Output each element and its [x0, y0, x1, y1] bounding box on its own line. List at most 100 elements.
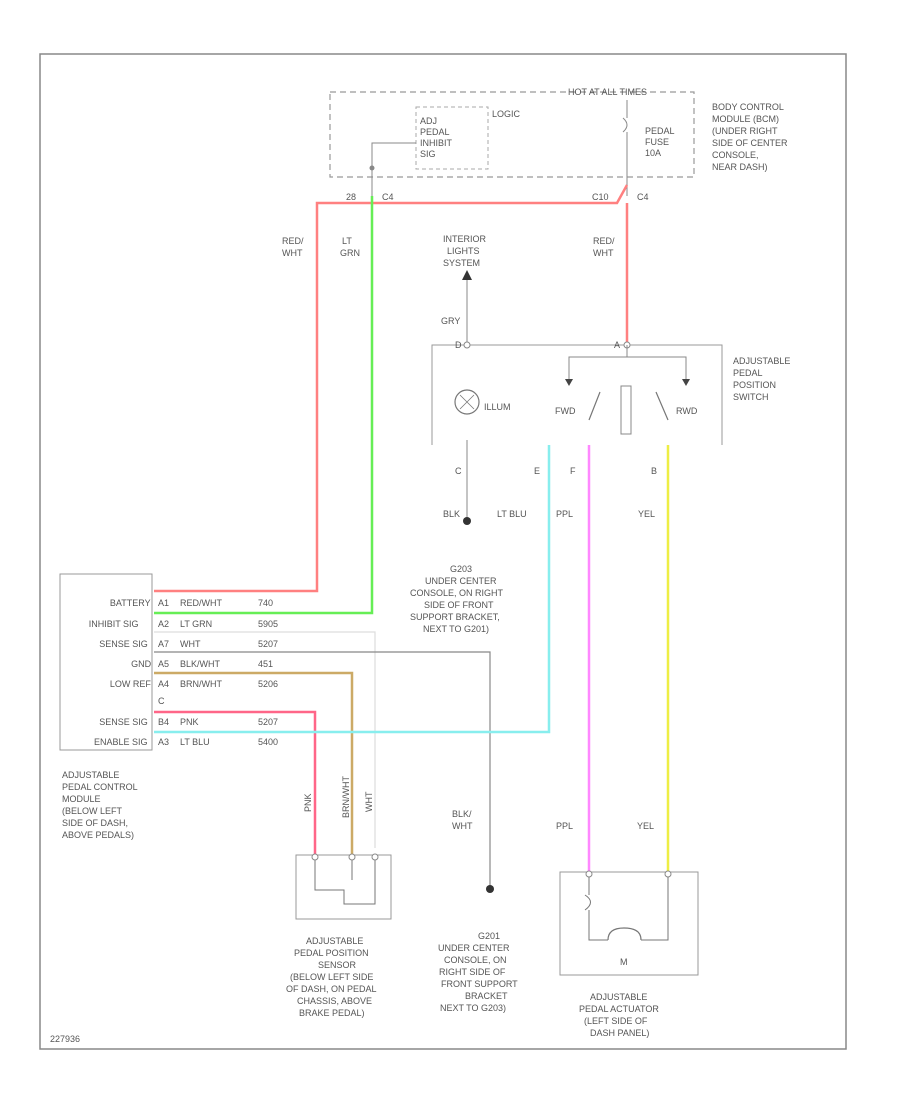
sensor-line-6: CHASSIS, ABOVE	[297, 996, 372, 1006]
module-circuit: 5206	[258, 679, 278, 689]
actuator-pin-2	[664, 870, 672, 878]
label-blk-wht-1: BLK/	[452, 809, 472, 819]
sensor-line-7: BRAKE PEDAL)	[299, 1008, 365, 1018]
bcm-title-2: MODULE (BCM)	[712, 114, 779, 124]
switch-title-3: POSITION	[733, 380, 776, 390]
wire-lt-blu	[154, 445, 551, 734]
pedal-position-sensor: ADJUSTABLE PEDAL POSITION SENSOR (BELOW …	[286, 853, 392, 1018]
motor-label: M	[620, 957, 628, 967]
bcm-pin-left: 28	[346, 192, 356, 202]
switch-actuator	[620, 385, 632, 435]
label-sensor-brn: BRN/WHT	[341, 776, 351, 818]
sensor-pin-1	[311, 853, 319, 861]
module-connector-c: C	[158, 696, 165, 706]
label-ppl-bottom: PPL	[556, 821, 573, 831]
diagram-code: 227936	[50, 1034, 80, 1044]
g201-line-4: RIGHT SIDE OF	[439, 967, 506, 977]
module-circuit: 451	[258, 659, 273, 669]
sensor-line-4: (BELOW LEFT SIDE	[290, 972, 373, 982]
sensor-box	[295, 854, 392, 920]
module-pin: A7	[158, 639, 169, 649]
g201-line-7: NEXT TO G203)	[440, 1003, 506, 1013]
switch-pin-a-label: A	[614, 340, 620, 350]
sensor-line-1: ADJUSTABLE	[306, 936, 363, 946]
label-yel-bottom: YEL	[637, 821, 654, 831]
diagram-frame	[39, 53, 847, 1050]
module-pin: A4	[158, 679, 169, 689]
sensor-internal	[314, 858, 376, 905]
module-wire-color: LT BLU	[180, 737, 210, 747]
interior-lights-system: INTERIOR LIGHTS SYSTEM	[443, 234, 487, 280]
inhibit-line-2: PEDAL	[420, 127, 450, 137]
g201-line-6: BRACKET	[465, 991, 508, 1001]
label-lt-grn-2: GRN	[340, 248, 360, 258]
module-wire-color: BLK/WHT	[180, 659, 221, 669]
label-lt-grn-1: LT	[342, 236, 352, 246]
inhibit-line-1: ADJ	[420, 116, 437, 126]
pedal-position-switch: D A ILLUM FWD RWD ADJUSTABLE PEDAL POSIT…	[431, 340, 790, 476]
sensor-pin-3	[371, 853, 379, 861]
label-sensor-wht: WHT	[364, 791, 374, 812]
wire-red-wht	[154, 184, 629, 593]
sensor-line-2: PEDAL POSITION	[294, 948, 369, 958]
module-circuit: 5905	[258, 619, 278, 629]
module-circuit: 740	[258, 598, 273, 608]
g203-line-4: SIDE OF FRONT	[424, 600, 494, 610]
label-red-wht-right-2: WHT	[593, 248, 614, 258]
fuse-symbol	[622, 117, 628, 133]
fwd-contact-icon	[565, 379, 573, 386]
wire-wht	[154, 631, 376, 848]
illum-label: ILLUM	[484, 402, 511, 412]
bcm-box	[329, 91, 695, 178]
ground-g203-icon	[463, 517, 471, 525]
bcm-conn-left: C4	[382, 192, 394, 202]
g203-line-2: UNDER CENTER	[425, 576, 497, 586]
pin-f-label: F	[570, 466, 576, 476]
actuator-pin-1	[585, 870, 593, 878]
wire-labels: RED/ WHT LT GRN RED/ WHT GRY BLK LT BLU …	[282, 236, 655, 831]
wires	[154, 184, 670, 887]
module-label: LOW REF	[110, 679, 152, 689]
g201-line-5: FRONT SUPPORT	[441, 979, 518, 989]
inhibit-line-4: SIG	[420, 149, 436, 159]
label-ppl-top: PPL	[556, 509, 573, 519]
bcm-title-6: NEAR DASH)	[712, 162, 768, 172]
module-wire-color: WHT	[180, 639, 201, 649]
switch-bracket	[431, 344, 723, 445]
inhibit-line-3: INHIBIT	[420, 138, 453, 148]
module-wire-color: LT GRN	[180, 619, 212, 629]
label-blk: BLK	[443, 509, 460, 519]
wire-pnk	[154, 710, 317, 855]
module-title-3: MODULE	[62, 794, 101, 804]
module-pin: A1	[158, 598, 169, 608]
module-title-2: PEDAL CONTROL	[62, 782, 138, 792]
label-red-wht-1: RED/	[282, 236, 304, 246]
actuator-box	[559, 871, 699, 976]
fuse-line-2: FUSE	[645, 137, 669, 147]
label-red-wht-2: WHT	[282, 248, 303, 258]
actuator-title-3: (LEFT SIDE OF	[584, 1016, 648, 1026]
pin-e-label: E	[534, 466, 540, 476]
interior-line-3: SYSTEM	[443, 258, 480, 268]
pin-b-label: B	[651, 466, 657, 476]
bcm-title-5: CONSOLE,	[712, 150, 759, 160]
module-title-4: (BELOW LEFT	[62, 806, 123, 816]
bcm-title-3: (UNDER RIGHT	[712, 126, 778, 136]
g201-line-1: G201	[478, 931, 500, 941]
bulb-icon	[454, 389, 480, 415]
rwd-label: RWD	[676, 406, 698, 416]
module-wire-color: BRN/WHT	[180, 679, 222, 689]
g203-line-1: G203	[450, 564, 472, 574]
motor-icon	[607, 927, 642, 941]
switch-pin-d	[463, 341, 471, 349]
ground-g203: G203 UNDER CENTER CONSOLE, ON RIGHT SIDE…	[410, 517, 504, 634]
module-title-1: ADJUSTABLE	[62, 770, 119, 780]
module-wire-color: RED/WHT	[180, 598, 222, 608]
pin-c-label: C	[455, 466, 462, 476]
switch-title-2: PEDAL	[733, 368, 763, 378]
module-label: SENSE SIG	[99, 639, 148, 649]
bcm-hot-label: HOT AT ALL TIMES	[568, 87, 647, 97]
label-yel-top: YEL	[638, 509, 655, 519]
switch-arms	[588, 391, 669, 421]
rwd-contact-icon	[682, 379, 690, 386]
